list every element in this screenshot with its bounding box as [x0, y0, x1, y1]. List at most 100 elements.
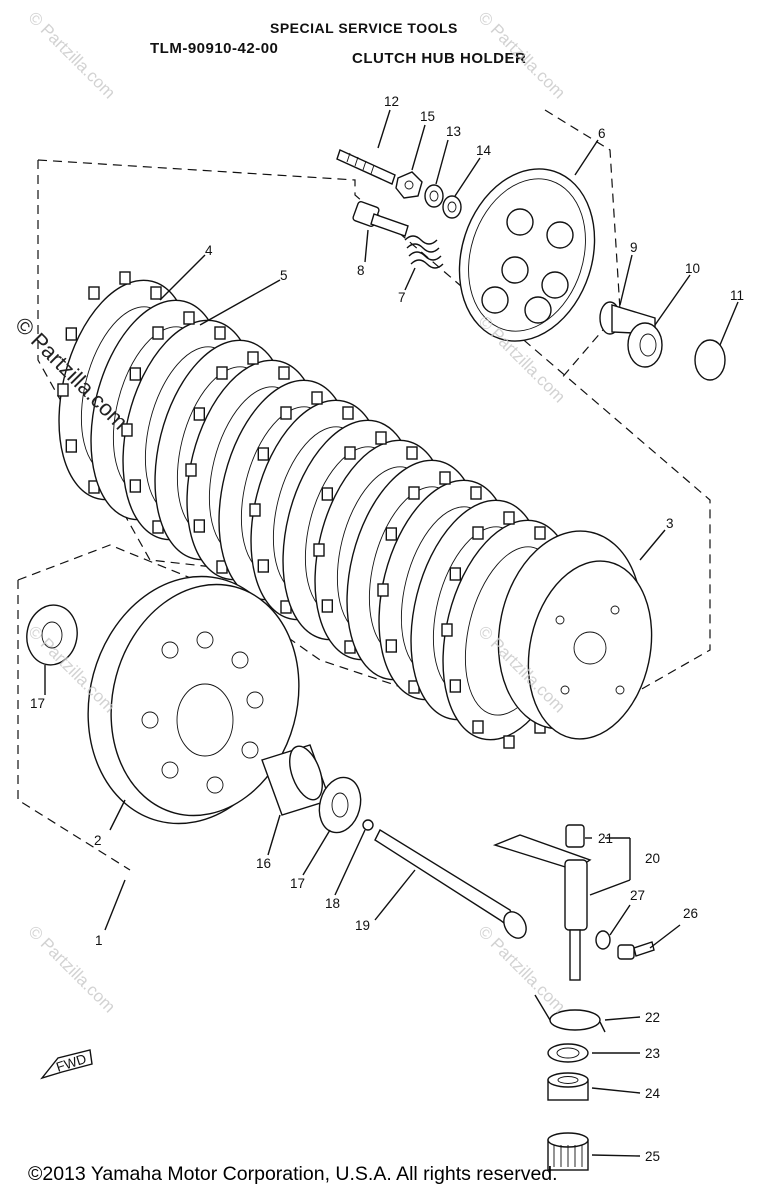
plate-tab	[216, 366, 228, 380]
plate-tab	[385, 527, 398, 541]
callout-10: 10	[685, 261, 700, 276]
plate-tab	[183, 311, 195, 325]
plate-tab	[280, 406, 292, 420]
assembly-frame-plates	[37, 159, 711, 691]
plate-tab	[449, 567, 462, 581]
callout-7: 7	[398, 290, 406, 305]
header-special-service-tools: SPECIAL SERVICE TOOLS	[270, 20, 458, 36]
part-washer-27[interactable]	[595, 930, 611, 950]
part-return-spring[interactable]	[534, 994, 606, 1033]
callout-19: 19	[355, 918, 370, 933]
part-screw-26[interactable]	[617, 941, 655, 960]
part-spacer[interactable]	[261, 742, 331, 816]
callout-16: 16	[256, 856, 271, 871]
callout-8: 8	[357, 263, 365, 278]
callout-13: 13	[446, 124, 461, 139]
plate-tab	[342, 406, 354, 420]
part-needle-bearing[interactable]	[547, 1132, 589, 1171]
callout-20: 20	[645, 851, 660, 866]
callout-2: 2	[94, 833, 102, 848]
plate-tab	[257, 559, 270, 573]
plate-tab	[321, 599, 334, 613]
part-pressure-plate[interactable]	[438, 151, 616, 359]
plate-tab	[214, 326, 226, 340]
plate-tab	[193, 407, 206, 421]
callout-12: 12	[384, 94, 399, 109]
part-bolt[interactable]	[352, 200, 409, 237]
part-bearing-24[interactable]	[547, 1072, 589, 1101]
part-washer-13[interactable]	[424, 184, 444, 208]
callout-27: 27	[630, 888, 645, 903]
plate-tab	[185, 463, 197, 477]
callout-5: 5	[280, 268, 288, 283]
plate-tab	[321, 487, 334, 501]
callout-24: 24	[645, 1086, 661, 1101]
plate-tab	[152, 326, 164, 340]
part-stud-bolt[interactable]	[336, 149, 396, 185]
plate-tab	[150, 286, 162, 300]
part-clutch-spring[interactable]	[404, 235, 444, 269]
part-washer-14[interactable]	[442, 195, 462, 219]
callout-17b: 17	[290, 876, 305, 891]
plate-tab	[249, 503, 261, 517]
plate-tab	[88, 286, 100, 300]
plate-tab	[57, 383, 69, 397]
clutch-plate-stack[interactable]	[38, 266, 597, 753]
assembly-frame-housing-lower	[17, 580, 131, 871]
part-nut[interactable]	[395, 171, 423, 199]
plate-tab	[278, 366, 290, 380]
fwd-arrow-icon: FWD	[40, 1049, 93, 1080]
plate-tab	[534, 526, 546, 540]
plate-tab	[129, 367, 142, 381]
plate-tab	[257, 447, 270, 461]
plate-tab	[472, 526, 484, 540]
part-thrust-washer-right[interactable]	[313, 773, 366, 837]
callout-25: 25	[645, 1149, 660, 1164]
header-tool-number: TLM-90910-42-00	[150, 40, 279, 57]
plate-tab	[311, 391, 323, 405]
callout-14: 14	[476, 143, 492, 158]
leader-lines	[44, 109, 739, 1157]
plate-tab	[408, 486, 420, 500]
plate-tab	[344, 446, 356, 460]
plate-tab	[472, 720, 484, 734]
plate-tab	[385, 639, 398, 653]
part-push-rod[interactable]	[374, 829, 531, 942]
plate-tab	[406, 446, 418, 460]
plate-tab	[441, 623, 453, 637]
plate-tab	[65, 327, 78, 341]
callout-26: 26	[683, 906, 698, 921]
plate-tab	[503, 511, 515, 525]
callout-23: 23	[645, 1046, 660, 1061]
fwd-label: FWD	[54, 1051, 88, 1075]
plate-tab	[247, 351, 259, 365]
part-oil-seal[interactable]	[547, 1043, 589, 1063]
plate-tab	[119, 271, 131, 285]
callout-4: 4	[205, 243, 213, 258]
callout-18: 18	[325, 896, 340, 911]
part-bearing-10[interactable]	[627, 322, 663, 368]
part-ball[interactable]	[362, 819, 374, 831]
plate-tab	[377, 583, 389, 597]
copyright-notice: ©2013 Yamaha Motor Corporation, U.S.A. A…	[28, 1163, 558, 1185]
plate-tab	[193, 519, 206, 533]
callout-1: 1	[95, 933, 103, 948]
callout-6: 6	[598, 126, 606, 141]
plate-tab	[439, 471, 451, 485]
part-primary-driven-gear[interactable]	[61, 553, 324, 846]
assembly-frame-pressure-plate	[544, 109, 621, 381]
part-push-lever[interactable]	[492, 824, 592, 981]
header-tool-name: CLUTCH HUB HOLDER	[352, 50, 527, 67]
plate-tab	[375, 431, 387, 445]
plate-tab	[503, 735, 515, 749]
part-clutch-boss[interactable]	[481, 518, 668, 751]
callout-17a: 17	[30, 696, 45, 711]
part-thrust-washer-left[interactable]	[22, 601, 82, 669]
plate-tab	[65, 439, 78, 453]
part-circlip-11[interactable]	[694, 339, 726, 381]
plate-tab	[121, 423, 133, 437]
callout-9: 9	[630, 240, 638, 255]
callout-21: 21	[598, 831, 613, 846]
callout-22: 22	[645, 1010, 660, 1025]
